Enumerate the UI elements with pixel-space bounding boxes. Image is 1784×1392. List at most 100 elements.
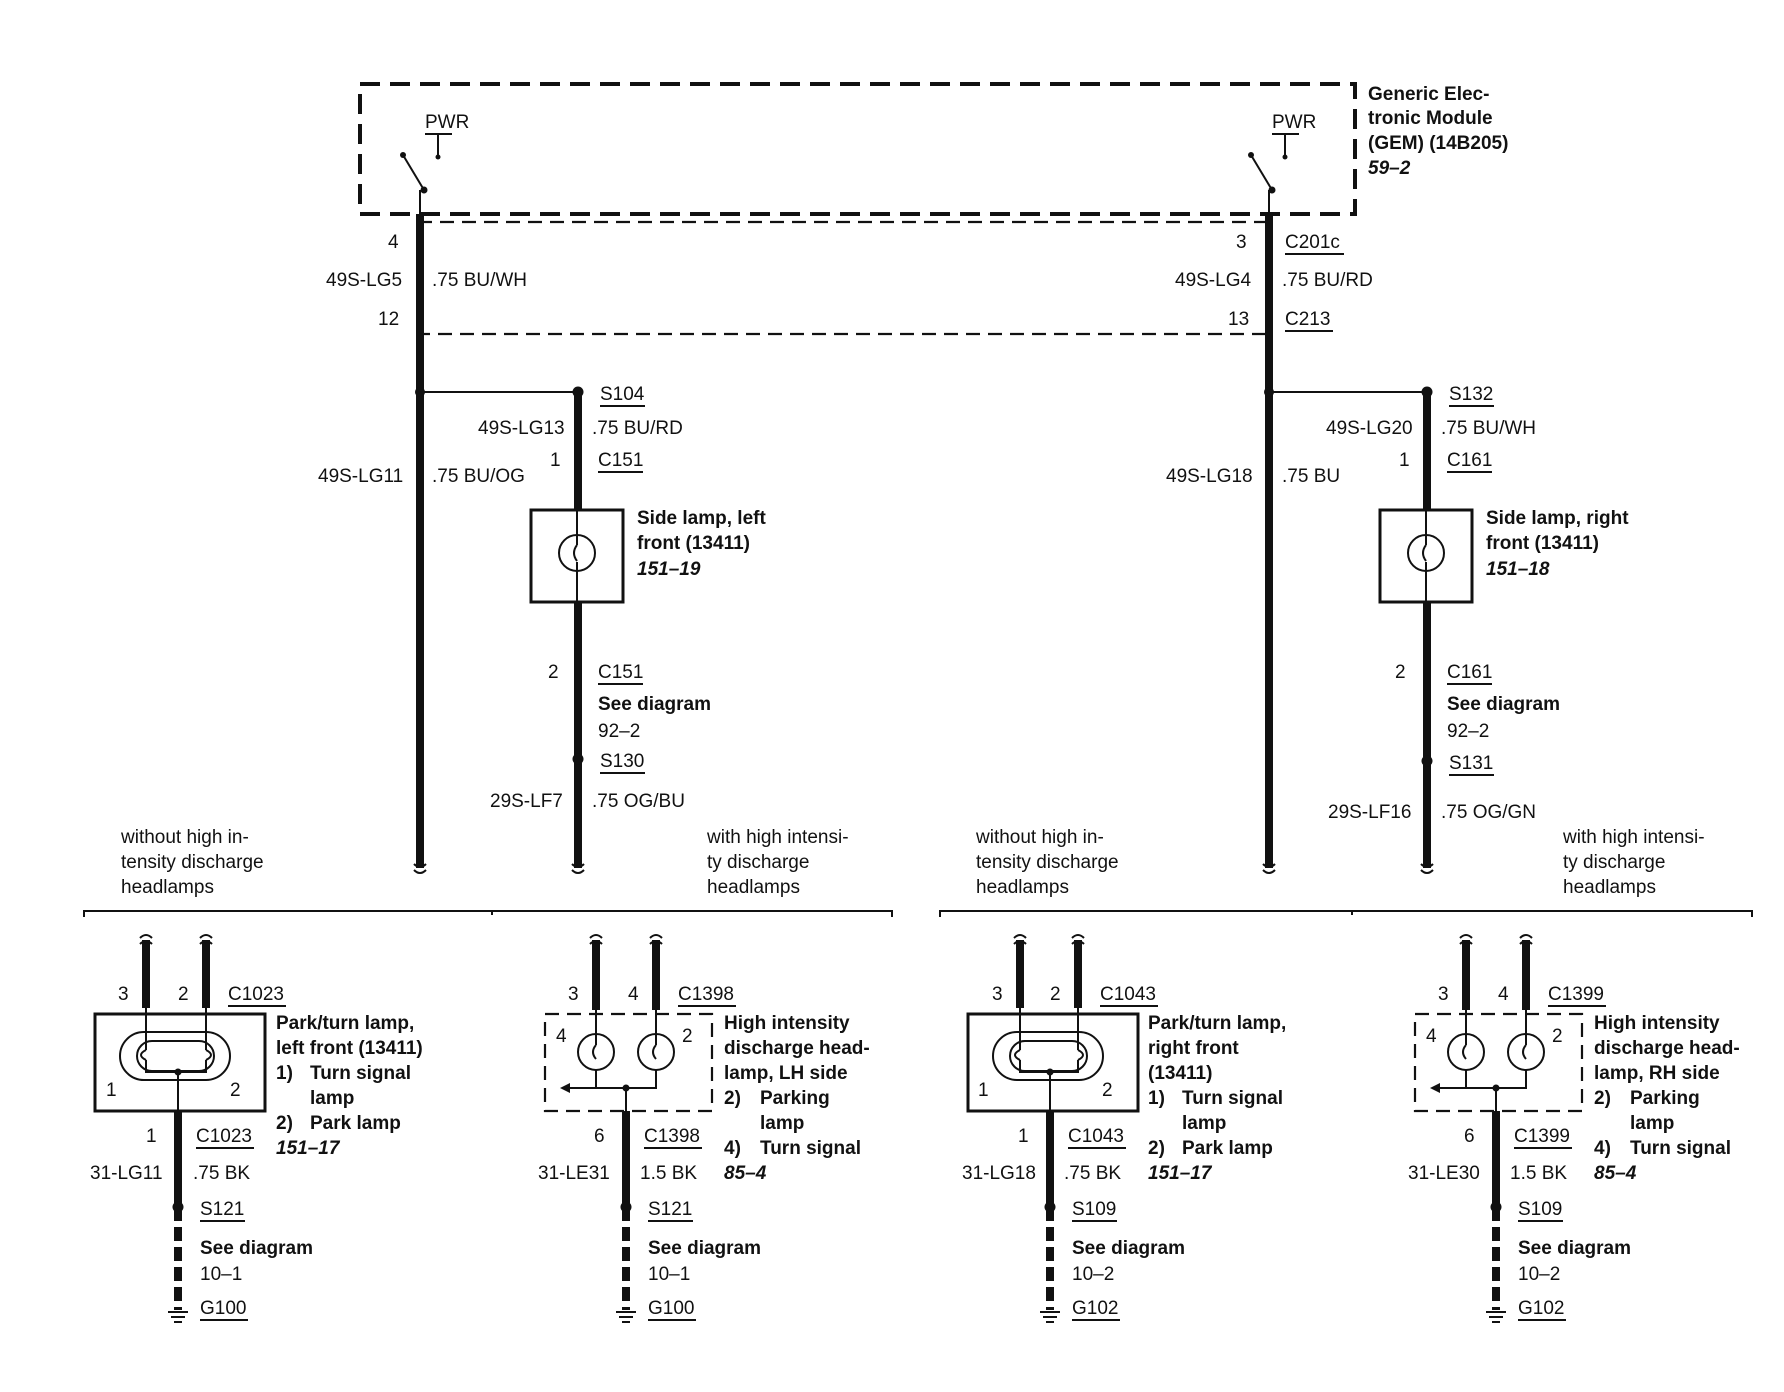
wire-code-label: 31-LE30: [1408, 1163, 1480, 1184]
wire-color-label: 1.5 BK: [640, 1163, 697, 1184]
see-diagram-ref: 10–2: [1518, 1264, 1560, 1285]
option-label: tensity discharge: [976, 852, 1119, 873]
list-item: Parking: [1630, 1088, 1700, 1109]
wire-code-label: 49S-LG5: [326, 270, 402, 291]
pin-label: 2: [1552, 1026, 1563, 1047]
pin-label: 6: [1464, 1126, 1475, 1147]
right-main-circuit: 3 C201c 49S-LG4 .75 BU/RD 13 C213 49S-LG…: [1166, 214, 1427, 874]
component-title: Side lamp, left: [637, 508, 766, 529]
component-ref: 151–18: [1486, 559, 1550, 580]
component-title: Park/turn lamp,: [276, 1013, 414, 1034]
pin-label: 12: [378, 309, 399, 330]
splice-label: S109: [1072, 1199, 1116, 1220]
gem-module: PWR PWR Generic Elec- tronic Module (GEM…: [358, 82, 1508, 216]
component-title: left front (13411): [276, 1038, 423, 1059]
see-diagram-ref: 10–2: [1072, 1264, 1114, 1285]
component-title: right front: [1148, 1038, 1239, 1059]
component-title: discharge head-: [724, 1038, 870, 1059]
ground-label: G100: [200, 1298, 246, 1319]
pin-label: 4: [1498, 984, 1509, 1005]
component-ref: 151–19: [637, 559, 701, 580]
wire-code-label: 49S-LG13: [478, 418, 565, 439]
gem-title-line-3: (GEM) (14B205): [1368, 133, 1508, 154]
connector-c1399: C1399: [1548, 984, 1604, 1005]
splice-label: S104: [600, 384, 645, 405]
list-item: Park lamp: [310, 1113, 401, 1134]
option-divider-left: [83, 910, 893, 917]
see-diagram-ref: 10–1: [648, 1264, 690, 1285]
see-diagram-label: See diagram: [598, 694, 711, 715]
pin-label: 4: [556, 1026, 567, 1047]
component-title: discharge head-: [1594, 1038, 1740, 1059]
splice-s130: [572, 753, 584, 765]
list-item: Turn signal: [1630, 1138, 1731, 1159]
option-label: with high intensi-: [706, 827, 849, 848]
park-turn-lamp-right: 3 2 C1043 1 2 Park/turn lamp, right fron…: [962, 934, 1286, 1323]
list-item: Turn signal: [760, 1138, 861, 1159]
wire-break-icon: [571, 863, 585, 874]
ground-icon: [1486, 1311, 1506, 1323]
park-turn-lamp-left-box: [93, 1012, 267, 1113]
list-item: lamp: [760, 1113, 804, 1134]
gem-title-line-2: tronic Module: [1368, 108, 1493, 129]
option-label: headlamps: [1563, 877, 1656, 898]
component-ref: 85–4: [724, 1163, 767, 1184]
wire-break-icon: [413, 863, 427, 874]
option-label: tensity discharge: [121, 852, 264, 873]
pin-label: 2: [1102, 1080, 1113, 1101]
wire-break-icon: [589, 934, 663, 945]
pin-label: 3: [568, 984, 579, 1005]
list-item: Turn signal: [310, 1063, 411, 1084]
wire-color-label: .75 BU/RD: [1282, 270, 1373, 291]
park-turn-lamp-left: 3 2 C1023 1 2 Park/turn lamp, left front…: [90, 934, 423, 1323]
pwr-label-left: PWR: [425, 112, 469, 133]
wire-color-label: .75 BK: [1064, 1163, 1121, 1184]
connector-c151: C151: [598, 662, 643, 683]
wire-color-label: .75 BU/WH: [1441, 418, 1536, 439]
pin-label: 13: [1228, 309, 1249, 330]
gem-title-line-1: Generic Elec-: [1368, 84, 1489, 105]
splice-label: S109: [1518, 1199, 1562, 1220]
gem-module-boundary: [358, 82, 1357, 216]
connector-c1043: C1043: [1100, 984, 1156, 1005]
wire-break-icon: [1013, 934, 1085, 945]
wire-color-label: .75 BK: [193, 1163, 250, 1184]
pin-label: 4: [1426, 1026, 1437, 1047]
see-diagram-ref: 92–2: [598, 721, 640, 742]
connector-c1043: C1043: [1068, 1126, 1124, 1147]
gem-ref: 59–2: [1368, 158, 1411, 179]
splice-s131: [1421, 755, 1433, 767]
wire-color-label: .75 OG/GN: [1441, 802, 1536, 823]
list-number: 2): [724, 1088, 741, 1109]
component-title: (13411): [1148, 1063, 1212, 1084]
list-item: lamp: [310, 1088, 354, 1109]
connector-c1399: C1399: [1514, 1126, 1570, 1147]
dual-bulb-icon: [992, 1031, 1104, 1081]
left-main-circuit: 4 49S-LG5 .75 BU/WH 12 49S-LG11 .75 BU/O…: [318, 214, 578, 874]
wire-code-label: 31-LG11: [90, 1163, 163, 1184]
pin-label: 4: [388, 232, 399, 253]
pin-label: 3: [1236, 232, 1247, 253]
wire-break-icon: [1459, 934, 1533, 945]
connector-c213: C213: [1285, 309, 1330, 330]
connector-c1023: C1023: [196, 1126, 252, 1147]
pin-label: 2: [1395, 662, 1406, 683]
option-label: headlamps: [121, 877, 214, 898]
component-ref: 151–17: [276, 1138, 341, 1159]
ground-icon: [1040, 1311, 1060, 1323]
list-number: 4): [1594, 1138, 1611, 1159]
list-number: 2): [1594, 1088, 1611, 1109]
option-label: without high in-: [975, 827, 1104, 848]
list-number: 4): [724, 1138, 741, 1159]
wire-code-label: 29S-LF16: [1328, 802, 1411, 823]
list-item: Parking: [760, 1088, 830, 1109]
ground-icon: [168, 1311, 188, 1323]
gem-switch-right: PWR: [1248, 112, 1316, 214]
pin-label: 2: [178, 984, 189, 1005]
wire-color-label: 1.5 BK: [1510, 1163, 1567, 1184]
connector-c1398: C1398: [644, 1126, 700, 1147]
option-divider-right: [939, 910, 1753, 917]
wire-break-icon: [139, 934, 213, 945]
see-diagram-label: See diagram: [1447, 694, 1560, 715]
connector-c1398: C1398: [678, 984, 734, 1005]
